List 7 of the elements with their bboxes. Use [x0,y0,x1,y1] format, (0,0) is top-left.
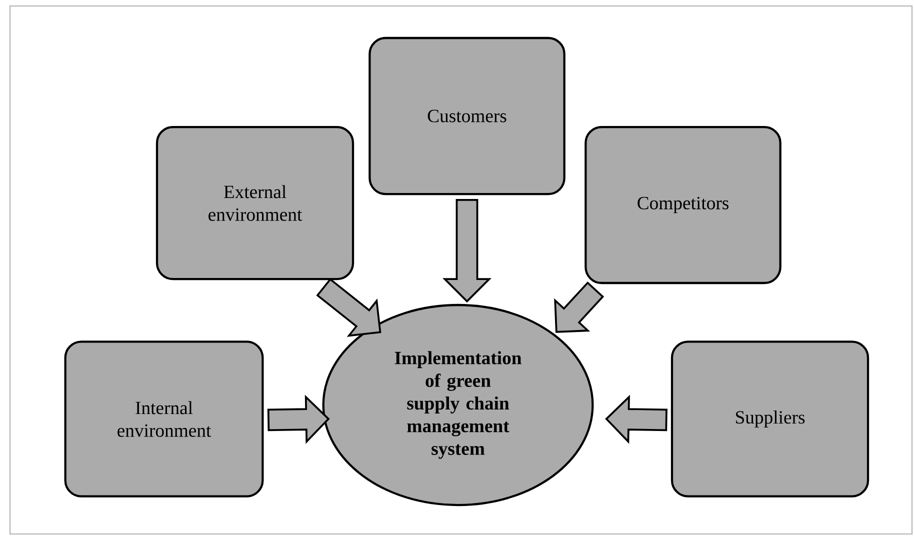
rounded-box: Customers [368,36,566,196]
block-arrow [316,278,382,337]
rounded-box: External environment [156,126,354,280]
rounded-box: Suppliers [670,340,870,498]
rounded-box: Internal environment [64,340,264,498]
rounded-box: Competitors [584,126,782,284]
block-arrow [554,281,604,333]
